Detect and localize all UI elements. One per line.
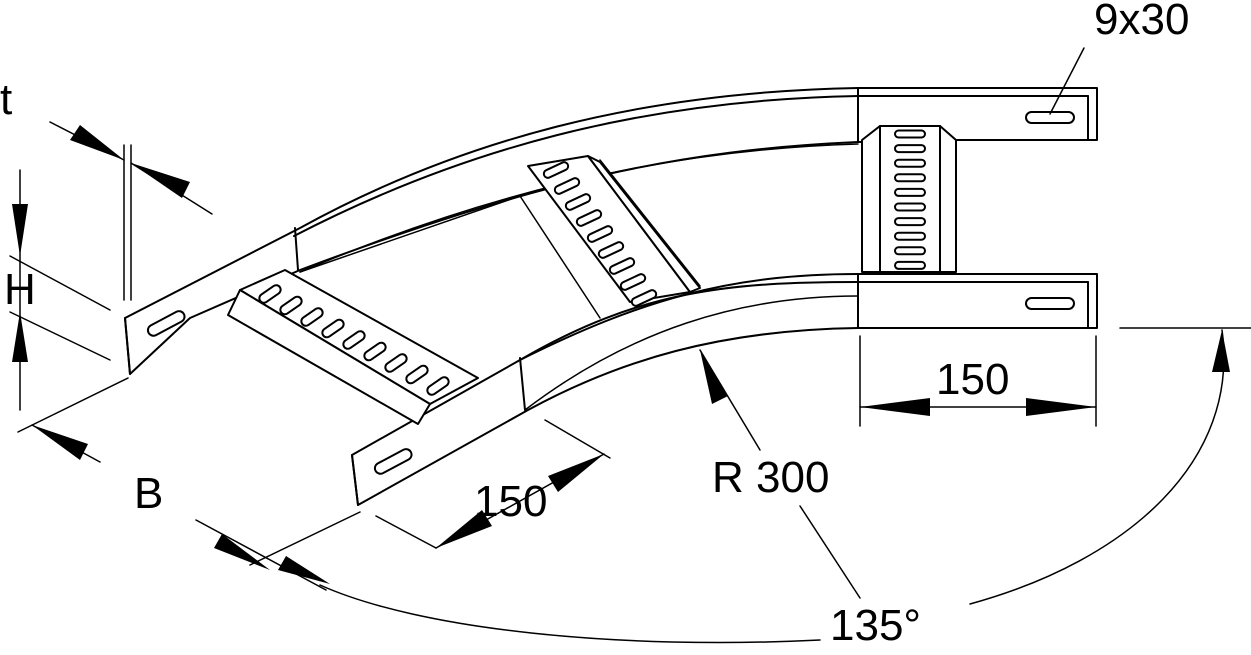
straight-length-right-dimension xyxy=(859,335,1097,427)
rung-slot xyxy=(564,193,592,211)
rung-slot xyxy=(426,376,450,396)
angle-label: 135° xyxy=(830,601,921,650)
angle-dimension xyxy=(278,327,1251,644)
thickness-label: t xyxy=(0,75,12,124)
rung-slot xyxy=(894,173,926,183)
width-dimension xyxy=(17,377,361,591)
rung-slot xyxy=(321,318,345,339)
rung-slot xyxy=(894,231,926,241)
rung-slot xyxy=(279,295,303,316)
rung-slot xyxy=(405,364,429,385)
rung-slot xyxy=(342,330,366,350)
inner-rail-inner-edge xyxy=(524,295,859,411)
rung-middle-slots xyxy=(542,161,658,307)
rung-right-slots xyxy=(894,129,926,270)
rung-slot xyxy=(894,217,926,227)
rung-slot xyxy=(363,341,387,362)
rung-slot xyxy=(894,144,926,154)
rung-slot xyxy=(894,158,926,168)
rung-slot xyxy=(258,284,282,304)
rung-slot xyxy=(575,209,603,227)
frame-lines xyxy=(299,159,701,319)
rung-slot xyxy=(619,273,647,291)
rung-slot xyxy=(300,307,324,327)
rung-slot xyxy=(384,353,408,373)
rung-slot xyxy=(894,187,926,197)
width-label: B xyxy=(134,469,163,518)
rung-left xyxy=(227,269,479,425)
rung-slot xyxy=(894,129,926,139)
rung-slot xyxy=(894,260,926,270)
rung-slot xyxy=(597,241,625,259)
rung-slot xyxy=(553,177,581,195)
rung-slot xyxy=(608,257,636,275)
radius-label: R 300 xyxy=(712,453,829,502)
straight-length-left-dimension xyxy=(375,419,611,549)
rung-right xyxy=(861,125,957,273)
rung-slot xyxy=(586,225,614,243)
outer-side-rail xyxy=(124,87,1098,375)
slot-size-label: 9x30 xyxy=(1094,0,1189,44)
straight-length-left-label: 150 xyxy=(474,477,547,526)
rung-left-slots xyxy=(258,284,450,396)
rung-middle xyxy=(527,155,701,307)
slot-size-leader xyxy=(1049,47,1085,115)
radius-dimension xyxy=(699,349,761,451)
connection-slots xyxy=(146,111,1075,475)
rung-slot xyxy=(630,289,658,307)
rung-slot xyxy=(894,202,926,212)
height-dimension xyxy=(9,169,111,411)
height-label: H xyxy=(4,265,36,314)
rung-slot xyxy=(542,161,570,179)
rung-slot xyxy=(894,246,926,256)
inner-side-rail xyxy=(351,273,1098,506)
thickness-dimension xyxy=(49,121,213,301)
straight-length-right-label: 150 xyxy=(936,355,1009,404)
